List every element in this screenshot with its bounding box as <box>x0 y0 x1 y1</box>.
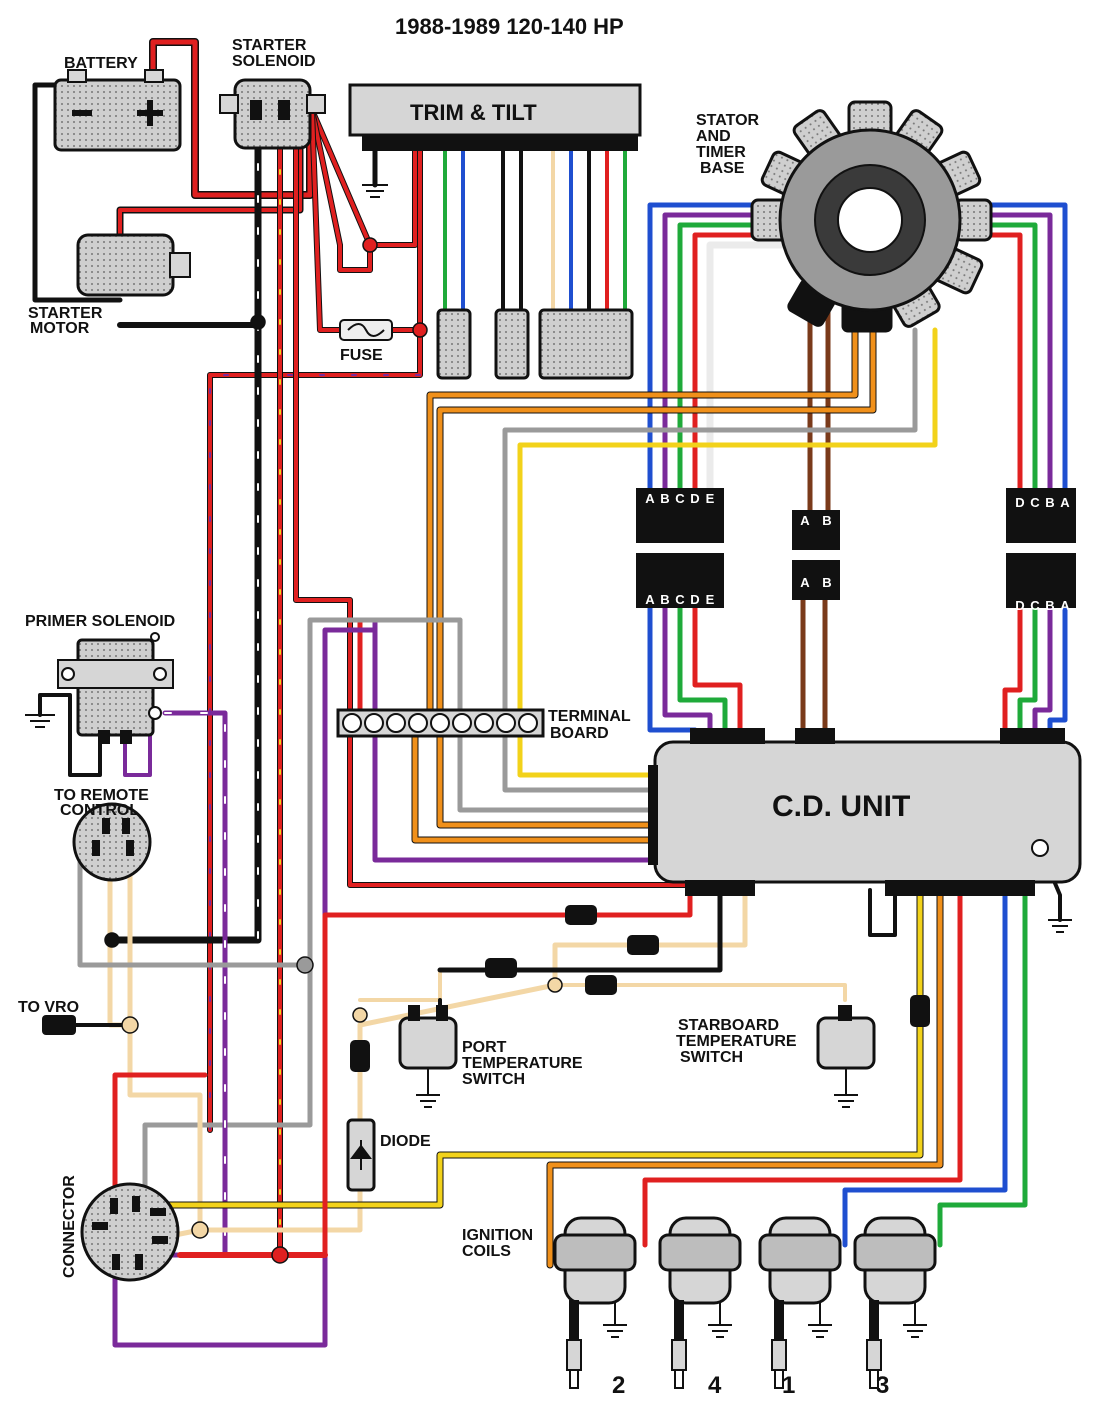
trim-tilt-label: TRIM & TILT <box>410 100 537 125</box>
ignition-coil-1 <box>758 1216 842 1389</box>
coil-number-4: 4 <box>708 1372 722 1399</box>
ignition-coil-3 <box>853 1216 937 1389</box>
terminal-board <box>336 708 545 738</box>
ignition-coil-2 <box>553 1216 637 1389</box>
primer-solenoid <box>57 632 174 744</box>
remote-control-label-1: TO REMOTE <box>54 787 149 804</box>
plug-pin-right-bottom-0: D <box>1015 598 1024 613</box>
stator-plug-right <box>1006 488 1076 608</box>
stator-label-4: BASE <box>700 160 745 177</box>
ignition-coils-label-1: IGNITION <box>462 1227 533 1244</box>
plug-pin-mid-bottom-0: A <box>800 575 810 590</box>
starter-motor <box>76 233 191 297</box>
plug-pin-mid-top-1: B <box>822 513 831 528</box>
stator-plug-left <box>636 488 724 608</box>
cd-unit-label: C.D. UNIT <box>772 790 910 823</box>
plug-pin-left-top-4: E <box>706 491 715 506</box>
ground-symbols <box>25 184 1072 933</box>
plug-pin-mid-bottom-1: B <box>822 575 831 590</box>
stbd-temp-label-3: SWITCH <box>680 1049 743 1066</box>
ignition-coils: 2 4 1 3 <box>553 1216 937 1399</box>
plug-pin-left-bottom-2: C <box>675 592 685 607</box>
plug-pin-left-top-0: A <box>645 491 655 506</box>
plug-pin-right-top-0: D <box>1015 495 1024 510</box>
stator-label-1: STATOR <box>696 112 760 129</box>
trim-tilt-plugs <box>436 308 634 380</box>
stator-label-2: AND <box>696 128 731 145</box>
battery <box>53 69 182 152</box>
starter-motor-label-1: STARTER <box>28 305 103 322</box>
plug-pin-left-bottom-4: E <box>706 592 715 607</box>
plug-pin-mid-top-0: A <box>800 513 810 528</box>
starboard-temperature-switch <box>816 1005 876 1108</box>
fuse-label: FUSE <box>340 347 383 364</box>
plug-pin-right-top-2: B <box>1045 495 1054 510</box>
starter-solenoid-label-1: STARTER <box>232 37 307 54</box>
port-temp-label-1: PORT <box>462 1039 507 1056</box>
plug-pin-right-top-1: C <box>1030 495 1040 510</box>
stbd-temp-label-1: STARBOARD <box>678 1017 779 1034</box>
primer-solenoid-label: PRIMER SOLENOID <box>25 613 175 630</box>
diode-label: DIODE <box>380 1133 431 1150</box>
port-temp-label-2: TEMPERATURE <box>462 1055 583 1072</box>
vro-connector <box>42 1015 76 1035</box>
battery-label: BATTERY <box>64 55 138 72</box>
diagram-title: 1988-1989 120-140 HP <box>395 14 624 39</box>
wires <box>32 38 1068 1348</box>
plug-pin-left-top-1: B <box>660 491 669 506</box>
plug-pin-left-bottom-1: B <box>660 592 669 607</box>
plug-pin-right-bottom-2: B <box>1045 598 1054 613</box>
fuse <box>339 319 393 341</box>
diode <box>346 1118 376 1192</box>
starter-motor-label-2: MOTOR <box>30 320 90 337</box>
stator-plug-mid <box>792 510 840 600</box>
port-temp-label-3: SWITCH <box>462 1071 525 1088</box>
terminal-board-label-2: BOARD <box>550 725 609 742</box>
plug-pin-right-bottom-1: C <box>1030 598 1040 613</box>
trim-tilt-connector <box>348 83 642 151</box>
plug-pin-left-bottom-0: A <box>645 592 655 607</box>
coil-number-2: 2 <box>612 1372 625 1399</box>
cd-unit <box>648 728 1082 896</box>
to-vro-label: TO VRO <box>18 999 79 1016</box>
stbd-temp-label-2: TEMPERATURE <box>676 1033 797 1050</box>
remote-control-label-2: CONTROL <box>60 802 139 819</box>
connector-label: CONNECTOR <box>61 1175 78 1278</box>
ignition-coils-label-2: COILS <box>462 1243 511 1260</box>
terminal-board-label-1: TERMINAL <box>548 708 631 725</box>
starter-solenoid <box>219 78 326 150</box>
starter-solenoid-label-2: SOLENOID <box>232 53 316 70</box>
main-harness-connector <box>80 1182 180 1282</box>
plug-pin-left-bottom-3: D <box>690 592 699 607</box>
stator-label-3: TIMER <box>696 144 746 161</box>
remote-control-connector <box>72 802 152 882</box>
port-temperature-switch <box>398 1005 458 1108</box>
ignition-coil-4 <box>658 1216 742 1389</box>
coil-number-3: 3 <box>876 1372 889 1399</box>
stator-timer-base <box>750 100 993 333</box>
plug-pin-left-top-2: C <box>675 491 685 506</box>
plug-pin-right-bottom-3: A <box>1060 598 1070 613</box>
plug-pin-left-top-3: D <box>690 491 699 506</box>
coil-number-1: 1 <box>782 1372 795 1399</box>
bullet-connectors <box>350 905 930 1072</box>
plug-pin-right-top-3: A <box>1060 495 1070 510</box>
